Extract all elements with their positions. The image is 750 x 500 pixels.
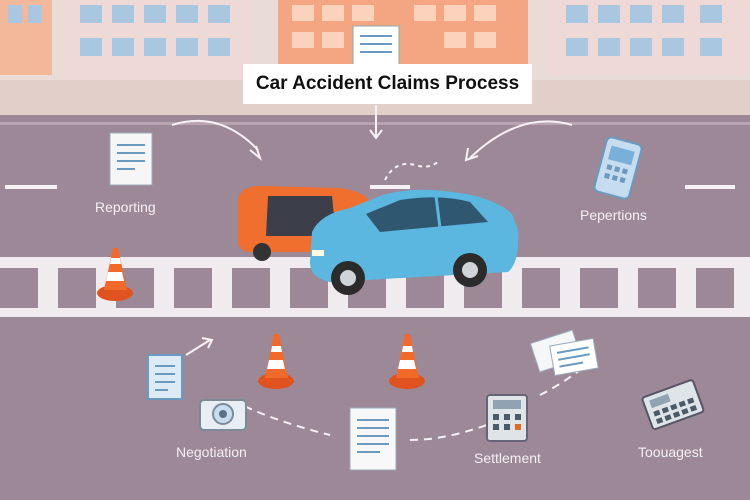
papers-icon [529,329,599,377]
calculator-icon [641,379,705,431]
document-icon [352,25,400,67]
reporting-document-icon [109,132,153,186]
buildings [0,0,748,80]
cone-icon [389,334,425,389]
camera-icon [199,399,247,431]
calculator-icon [486,394,528,442]
phone-icon [593,136,643,200]
cone-icon [97,248,133,301]
label-toolagest: Toouagest [638,444,703,460]
blue-car [310,189,519,295]
label-reporting: Reporting [95,199,156,215]
label-negotiation: Negotiation [176,444,247,460]
settlement-document-icon [349,407,397,471]
arrow-icon [171,105,581,441]
page-title: Car Accident Claims Process [243,64,532,104]
form-icon [147,354,183,400]
lane-markings [5,185,735,189]
label-settlement: Settlement [474,450,541,466]
cone-icon [258,334,294,389]
label-pepertions: Pepertions [580,207,647,223]
